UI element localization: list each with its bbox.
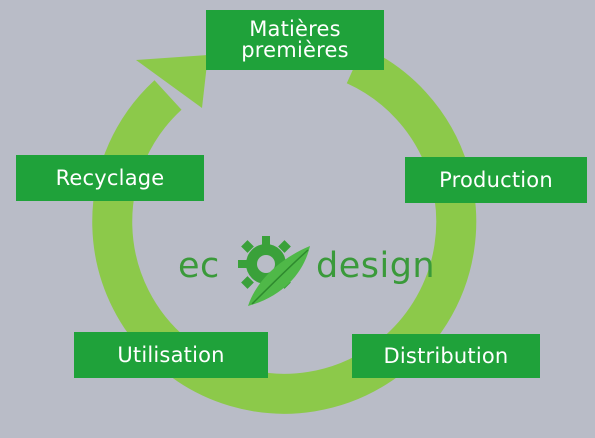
logo-text-design: design: [316, 246, 436, 286]
stage-matieres-line-2: premières: [241, 38, 349, 62]
stage-recyclage: Recyclage: [16, 155, 204, 201]
stage-recyclage-label: Recyclage: [55, 165, 165, 190]
stage-matieres-line-1: Matières: [249, 17, 341, 41]
stage-utilisation-label: Utilisation: [117, 342, 225, 367]
stage-matieres-premieres: Matières premières: [206, 10, 384, 70]
stage-distribution: Distribution: [352, 334, 540, 378]
stage-production-label: Production: [439, 167, 553, 192]
stage-production: Production: [405, 157, 587, 203]
logo-text-ec: ec: [178, 246, 220, 286]
stage-distribution-label: Distribution: [383, 343, 509, 368]
leaf-icon: [248, 246, 310, 306]
gear-leaf-icon: [238, 236, 310, 306]
stage-utilisation: Utilisation: [74, 332, 268, 378]
ecodesign-logo: ec design: [170, 226, 436, 310]
cycle-arrowhead: [136, 55, 208, 108]
